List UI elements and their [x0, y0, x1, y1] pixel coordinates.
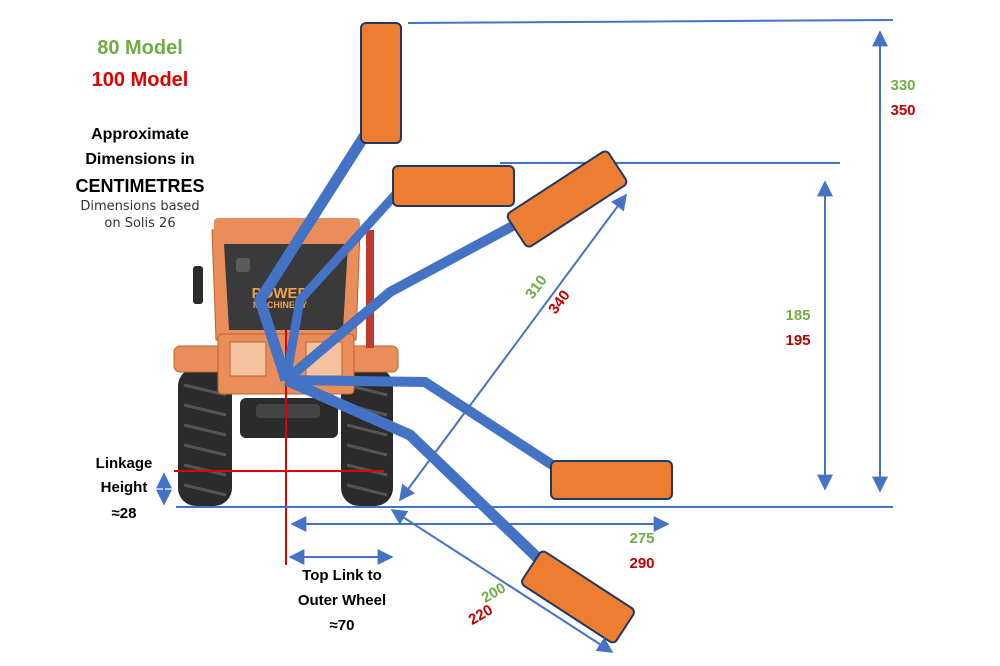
mower-head-vertical [360, 22, 402, 144]
linkage-label-2: Height [101, 479, 148, 496]
caption-units: CENTIMETRES [75, 176, 204, 196]
linkage-value: ≈28 [112, 505, 137, 522]
top-link-label-1: Top Link to [302, 567, 382, 584]
mower-head-angled-up [506, 150, 628, 248]
linkage-label-1: Linkage [96, 455, 153, 472]
mower-heads [360, 22, 673, 644]
legend-100-model: 100 Model [92, 69, 189, 91]
top-link-value: ≈70 [330, 617, 355, 634]
caption-note-1: Dimensions based [80, 199, 199, 214]
mid-height-80: 185 [785, 307, 810, 324]
lower-reach-arrow [390, 509, 614, 653]
mower-head-ground [550, 460, 673, 500]
diagonal-reach-arrow [399, 193, 627, 502]
mower-head-high [392, 165, 515, 207]
caption-line-2: Dimensions in [85, 151, 194, 168]
horizontal-reach-100: 290 [629, 555, 654, 572]
diagonal-reach-100: 340 [545, 287, 574, 317]
mid-height-100: 195 [785, 332, 810, 349]
caption-note-2: on Solis 26 [104, 216, 175, 231]
caption-line-1: Approximate [91, 126, 189, 143]
max-height-80: 330 [890, 77, 915, 94]
diagonal-reach-80: 310 [522, 272, 551, 302]
horizontal-reach-80: 275 [629, 530, 654, 547]
legend-80-model: 80 Model [97, 37, 183, 59]
max-height-reference-line [407, 19, 894, 24]
lower-reach-100: 220 [466, 601, 496, 628]
top-link-label-2: Outer Wheel [298, 592, 386, 609]
max-height-100: 350 [890, 102, 915, 119]
tractor-brand-bottom: MACHINERY [253, 300, 307, 310]
